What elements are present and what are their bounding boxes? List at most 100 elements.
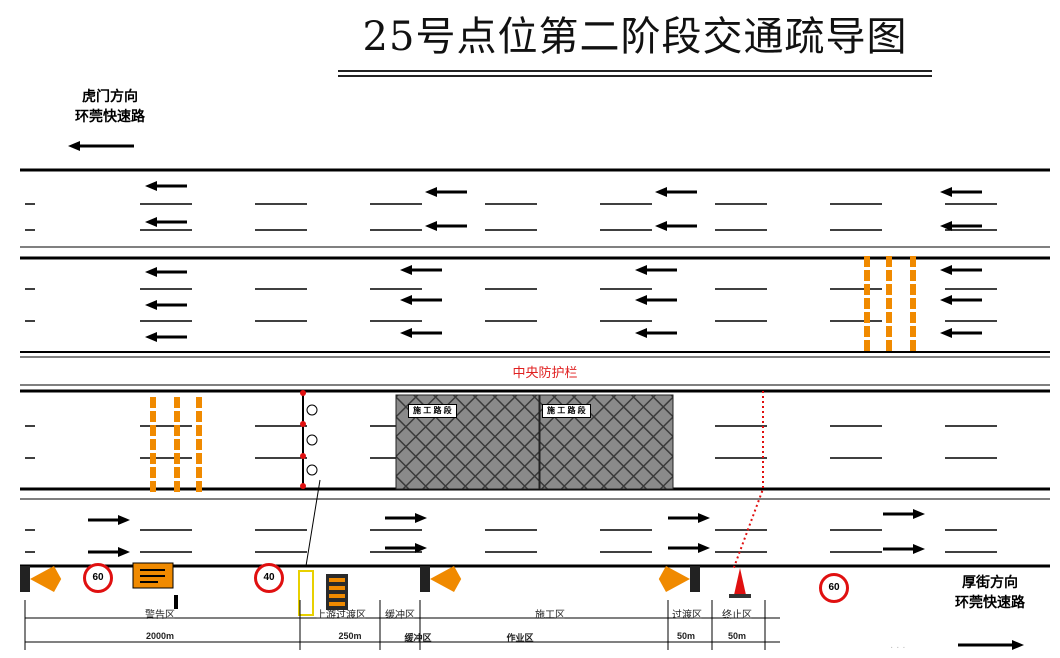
traffic-arrow-east-7-head (913, 544, 925, 554)
traffic-arrow-west-12-head (400, 295, 412, 305)
orange-cone-strip-lower-2 (196, 453, 202, 464)
termination-taper (732, 391, 764, 571)
diagram-title: 25号点位第二阶段交通疏导图 (362, 14, 908, 60)
title-underline-top (338, 70, 932, 72)
orange-cone-strip-upper-2 (910, 270, 916, 281)
big-arrow-left-head (68, 141, 80, 151)
direction-label-houjie: 厚街方向 环莞快速路 (935, 572, 1045, 612)
zone-transition: 过渡区 (672, 610, 702, 621)
orange-cone-strip-lower-1 (174, 425, 180, 436)
direction-right-line1: 厚街方向 (962, 574, 1018, 590)
orange-cone-strip-upper-2 (910, 326, 916, 337)
orange-cone-strip-lower-0 (150, 453, 156, 464)
traffic-arrow-east-6-head (913, 509, 925, 519)
traffic-arrow-west-3-head (425, 221, 437, 231)
traffic-arrow-east-2-head (415, 513, 427, 523)
orange-cone-strip-upper-2 (910, 256, 916, 267)
orange-cone-strip-upper-2 (910, 312, 916, 323)
flashing-board-bar-1 (329, 586, 345, 590)
orange-cone-strip-upper-0 (864, 270, 870, 281)
orange-cone-strip-upper-0 (864, 340, 870, 351)
traffic-arrow-west-2-head (425, 187, 437, 197)
length-termination: 50m (727, 631, 746, 641)
work-zone-sign-1: 施 工 路 段 (408, 404, 457, 418)
orange-cone-strip-upper-0 (864, 256, 870, 267)
roadwork-warning-sign-2-diamond (430, 566, 462, 592)
orange-cone-strip-lower-0 (150, 397, 156, 408)
orange-cone-strip-lower-1 (174, 411, 180, 422)
traffic-arrow-west-0-head (145, 181, 157, 191)
orange-cone-strip-upper-1 (886, 340, 892, 351)
orange-cone-strip-upper-2 (910, 298, 916, 309)
traffic-arrow-west-19-head (940, 328, 952, 338)
orange-cone-strip-upper-0 (864, 312, 870, 323)
direction-left-line1: 虎门方向 (82, 88, 138, 104)
orange-cone-strip-upper-0 (864, 284, 870, 295)
big-arrow-right-head (1012, 640, 1024, 650)
arrow-board (298, 570, 314, 616)
watermark: · · · (890, 642, 906, 653)
orange-cone-strip-upper-1 (886, 256, 892, 267)
roadwork-warning-sign-2-post (420, 566, 430, 592)
orange-cone-strip-lower-0 (150, 481, 156, 492)
orange-cone-strip-lower-1 (174, 453, 180, 464)
orange-cone-strip-lower-2 (196, 439, 202, 450)
taper-lamp-icon-1 (306, 434, 318, 446)
zone-upstream-transition: 上游过渡区 (316, 610, 366, 621)
title-underline-bottom (338, 75, 932, 77)
roadwork-warning-sign-3-diamond (658, 566, 690, 592)
orange-cone-strip-lower-1 (174, 481, 180, 492)
traffic-arrow-west-13-head (400, 328, 412, 338)
orange-cone-strip-lower-0 (150, 439, 156, 450)
warning-light-3 (300, 483, 306, 489)
length-upstream: 250m (338, 631, 362, 641)
taper-lamp-icon-2 (306, 464, 318, 476)
traffic-arrow-west-4-head (655, 187, 667, 197)
orange-cone-strip-upper-0 (864, 298, 870, 309)
orange-cone-strip-lower-2 (196, 481, 202, 492)
direction-right-line2: 环莞快速路 (955, 594, 1025, 610)
length-work: 作业区 (506, 633, 534, 643)
roadwork-warning-sign-1-diamond (30, 566, 62, 592)
flashing-board-bar-2 (329, 594, 345, 598)
length-transition: 50m (676, 631, 695, 641)
orange-cone-strip-lower-2 (196, 411, 202, 422)
orange-cone-strip-upper-1 (886, 284, 892, 295)
orange-cone-strip-upper-2 (910, 340, 916, 351)
orange-cone-strip-upper-2 (910, 284, 916, 295)
traffic-arrow-east-0-head (118, 515, 130, 525)
traffic-arrow-west-18-head (940, 295, 952, 305)
speed-limit-sign-3: 60 (819, 573, 849, 603)
orange-cone-strip-lower-2 (196, 397, 202, 408)
work-zone-block-1 (395, 394, 540, 490)
orange-cone-strip-upper-1 (886, 312, 892, 323)
orange-cone-strip-upper-0 (864, 326, 870, 337)
traffic-arrow-west-15-head (635, 295, 647, 305)
orange-cone-strip-lower-2 (196, 425, 202, 436)
work-zone-sign-2: 施 工 路 段 (542, 404, 591, 418)
speed-limit-sign-2: 40 (254, 563, 284, 593)
orange-cone-strip-upper-1 (886, 270, 892, 281)
lane-closure-sign-marks (140, 569, 165, 583)
roadwork-warning-sign-3-post (690, 566, 700, 592)
zone-warning: 警告区 (145, 610, 175, 621)
orange-cone-strip-lower-0 (150, 411, 156, 422)
traffic-arrow-east-1-head (118, 547, 130, 557)
warning-light-2 (300, 453, 306, 459)
traffic-arrow-west-11-head (400, 265, 412, 275)
flashing-board (326, 574, 348, 610)
traffic-arrow-west-10-head (145, 332, 157, 342)
traffic-arrow-west-1-head (145, 217, 157, 227)
zone-work: 施工区 (535, 610, 565, 621)
orange-cone-strip-upper-1 (886, 326, 892, 337)
zone-buffer: 缓冲区 (385, 610, 415, 621)
orange-cone-strip-lower-0 (150, 467, 156, 478)
flashing-board-bar-0 (329, 578, 345, 582)
orange-cone-strip-lower-2 (196, 467, 202, 478)
traffic-arrow-east-3-head (415, 543, 427, 553)
flashing-board-bar-3 (329, 602, 345, 606)
traffic-arrow-east-5-head (698, 543, 710, 553)
callout-line (305, 479, 321, 567)
orange-cone-strip-lower-0 (150, 425, 156, 436)
